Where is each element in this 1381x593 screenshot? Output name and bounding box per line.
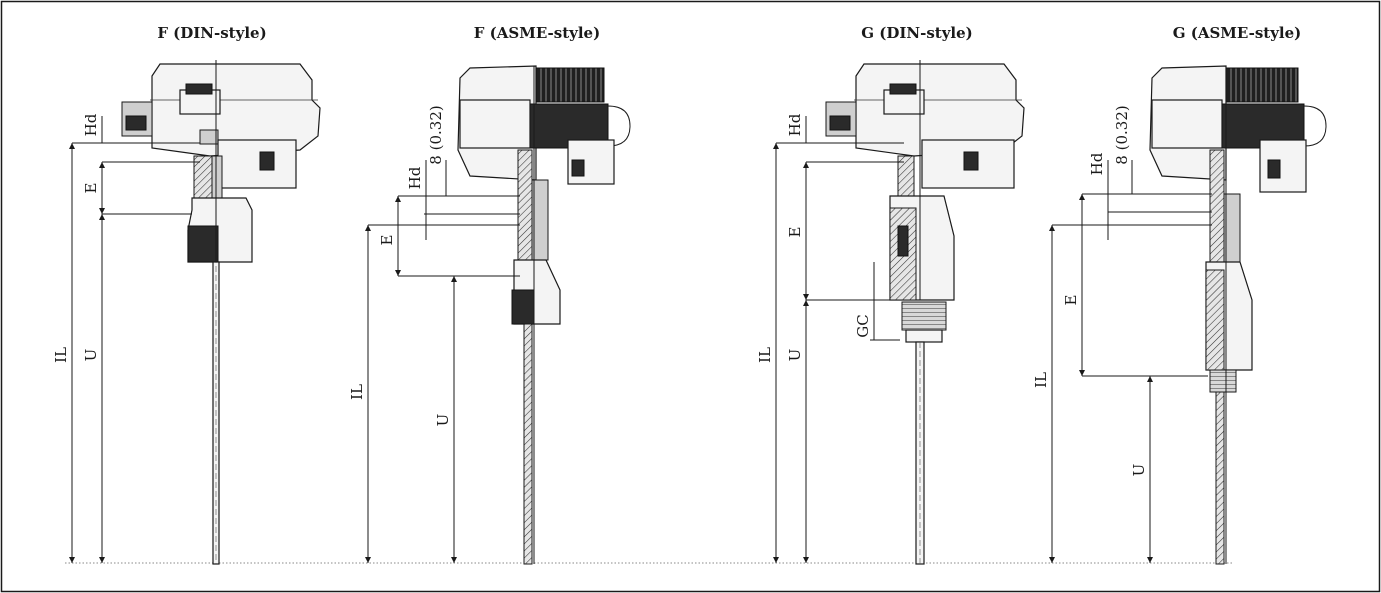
dim-u: U: [786, 349, 804, 362]
dim-hd: Hd: [786, 113, 804, 136]
dim-il: IL: [756, 347, 774, 363]
dims-f-asme: Hd 8 (0.32) E IL U: [348, 105, 520, 563]
dim-il: IL: [348, 384, 366, 400]
dim-il: IL: [52, 347, 70, 363]
dim-e: E: [378, 235, 396, 246]
dim-gc: GC: [854, 314, 872, 337]
device-f-asme: [457, 65, 631, 565]
dim-eight: 8 (0.32): [1113, 105, 1131, 164]
dim-u: U: [82, 349, 100, 362]
arrowheads: [69, 143, 1153, 563]
dim-e: E: [82, 183, 100, 194]
title-f-din: F (DIN-style): [157, 24, 266, 42]
dims-g-din: Hd E GC IL U: [756, 113, 904, 563]
device-g-asme: [1149, 65, 1327, 565]
title-f-asme: F (ASME-style): [474, 24, 600, 42]
dim-u: U: [1130, 464, 1148, 477]
device-g-din: [825, 60, 1025, 565]
dims-g-asme: Hd 8 (0.32) E IL U: [1032, 105, 1212, 563]
dim-hd: Hd: [1088, 152, 1106, 175]
dim-hd: Hd: [406, 166, 424, 189]
title-g-asme: G (ASME-style): [1173, 24, 1302, 42]
dim-e: E: [1062, 295, 1080, 306]
dim-e: E: [786, 227, 804, 238]
dim-eight: 8 (0.32): [427, 105, 445, 164]
dims-f-din: Hd E IL U: [52, 113, 200, 563]
dim-il: IL: [1032, 372, 1050, 388]
device-f-din: [121, 60, 321, 565]
dim-u: U: [434, 414, 452, 427]
title-g-din: G (DIN-style): [861, 24, 973, 42]
dim-hd: Hd: [82, 113, 100, 136]
